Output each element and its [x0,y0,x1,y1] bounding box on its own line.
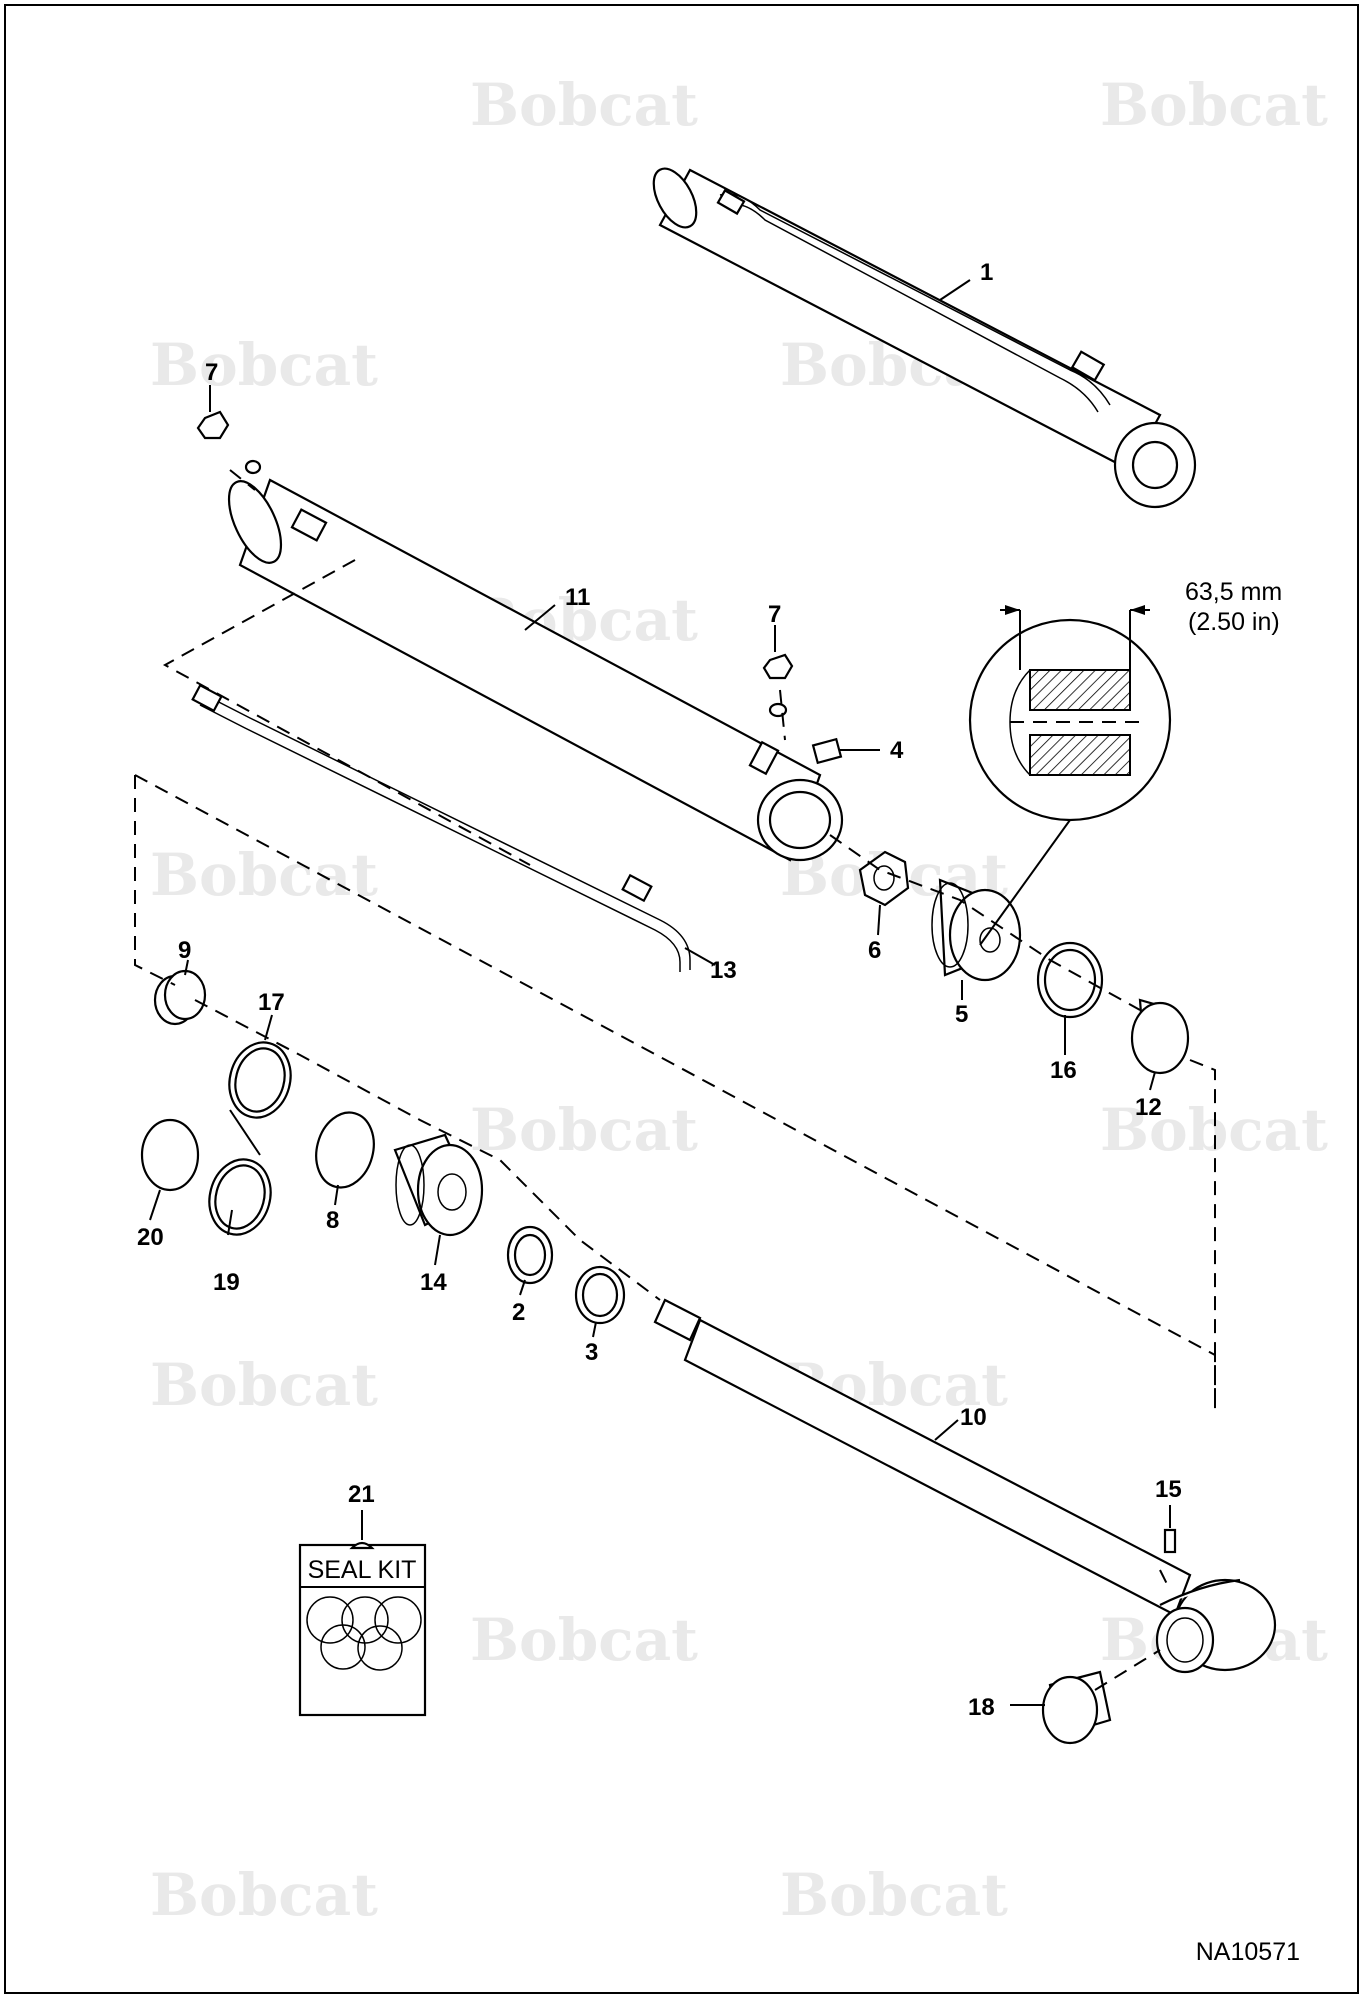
callout-3: 3 [585,1339,598,1366]
piston-detail-view: 63,5 mm (2.50 in) [968,578,1282,946]
callout-13: 13 [710,957,737,984]
callout-18: 18 [968,1694,995,1721]
part-19-ring [208,1158,272,1236]
part-2-seal [506,1225,554,1285]
assembly-guide-lines [134,469,1216,1691]
part-7-plugs [196,410,794,718]
callout-19: 19 [213,1269,240,1296]
dimension-imperial: (2.50 in) [1188,608,1280,636]
watermark-text: Bobcat [150,1351,378,1419]
part-18-bushing [1041,1670,1112,1745]
callout-6: 6 [868,937,881,964]
watermark-text: Bobcat [1100,1096,1328,1164]
part-9-wiper [153,969,207,1026]
callout-11: 11 [565,584,590,611]
callout-15: 15 [1155,1476,1182,1503]
dimension-metric: 63,5 mm [1185,578,1282,606]
seal-kit-label: SEAL KIT [308,1556,417,1584]
watermark-text: Bobcat [150,1861,378,1929]
diagram-frame [4,4,1359,1994]
part-15-grease-fitting [1163,1528,1177,1554]
part-4-fitting [811,737,843,765]
part-1-cylinder-assembly [652,167,1197,509]
watermark-text: Bobcat [470,1096,698,1164]
watermark-text: Bobcat [1100,71,1328,139]
part-12-bushing [1130,998,1190,1075]
callout-9: 9 [178,937,191,964]
leader-lines [149,279,1171,1706]
watermark-text: Bobcat [780,1861,1008,1929]
part-11-barrel [227,478,844,862]
callout-10: 10 [960,1404,987,1431]
callout-4: 4 [890,737,904,764]
part-10-rod [653,1298,1277,1674]
callout-7: 7 [768,601,781,628]
watermark-text: Bobcat [150,841,378,909]
diagram-id: NA10571 [1196,1938,1300,1966]
callout-21: 21 [348,1481,375,1508]
callout-20: 20 [137,1224,164,1251]
callout-16: 16 [1050,1057,1077,1084]
part-3-seal [574,1265,626,1325]
callout-12: 12 [1135,1094,1162,1121]
callout-7: 7 [205,359,218,386]
callout-2: 2 [512,1299,525,1326]
watermark-layer: Bobcat Bobcat Bobcat Bobcat Bobcat Bobca… [150,71,1328,1929]
part-17-ring [228,1041,292,1119]
callout-1: 1 [980,259,993,286]
callout-14: 14 [420,1269,447,1296]
callout-labels: 1 7 11 7 4 6 5 13 9 17 16 12 20 19 8 14 … [137,259,1182,1721]
watermark-text: Bobcat [470,71,698,139]
part-13-tube [191,683,691,972]
callout-17: 17 [258,989,285,1016]
watermark-text: Bobcat [470,1606,698,1674]
watermark-text: Bobcat [150,331,378,399]
part-14-head [393,1133,484,1237]
part-21-seal-kit: SEAL KIT [298,1541,427,1717]
part-8-ring [315,1111,375,1189]
part-16-ring [1036,941,1104,1019]
callout-8: 8 [326,1207,339,1234]
callout-5: 5 [955,1001,968,1028]
part-20-ring [140,1118,200,1192]
